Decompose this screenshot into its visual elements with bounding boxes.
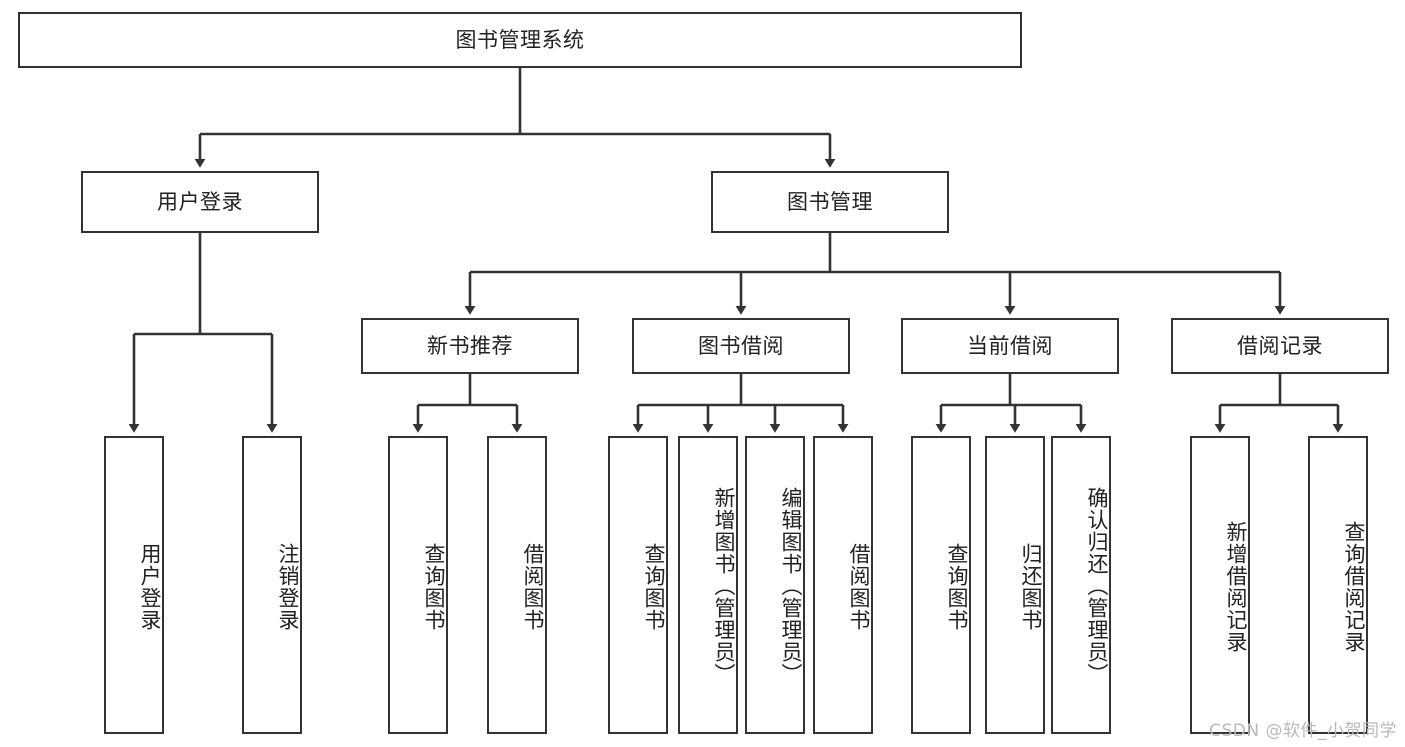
csdn-watermark: CSDN @软件_小贺同学 <box>1209 721 1397 741</box>
node-label: 查询图书 <box>642 543 666 631</box>
node-leaf-return-book[interactable]: 归还图书 <box>985 436 1045 734</box>
node-current-borrow[interactable]: 当前借阅 <box>901 318 1119 374</box>
node-label: 归还图书 <box>1019 543 1043 631</box>
node-label: 图书管理系统 <box>455 27 585 52</box>
node-leaf-add-borrow-record[interactable]: 新增借阅记录 <box>1190 436 1250 734</box>
node-label: 用户登录 <box>157 189 243 214</box>
node-borrow-record[interactable]: 借阅记录 <box>1171 318 1389 374</box>
node-label: 新增图书（管理员） <box>712 487 736 685</box>
node-new-book-recommend[interactable]: 新书推荐 <box>361 318 579 374</box>
node-label: 借阅图书 <box>521 543 545 631</box>
node-label: 借阅记录 <box>1237 333 1323 358</box>
node-root-system[interactable]: 图书管理系统 <box>18 12 1022 68</box>
node-label: 图书管理 <box>787 189 873 214</box>
node-leaf-user-login[interactable]: 用户登录 <box>104 436 164 734</box>
node-user-login-group[interactable]: 用户登录 <box>81 171 319 233</box>
node-leaf-user-logout[interactable]: 注销登录 <box>242 436 302 734</box>
node-leaf-confirm-return-admin[interactable]: 确认归还（管理员） <box>1051 436 1111 734</box>
node-label: 新增借阅记录 <box>1224 521 1248 653</box>
node-label: 新书推荐 <box>427 333 513 358</box>
node-leaf-query-borrow-record[interactable]: 查询借阅记录 <box>1308 436 1368 734</box>
node-book-manage-group[interactable]: 图书管理 <box>711 171 949 233</box>
node-leaf-query-book-borrow[interactable]: 查询图书 <box>608 436 668 734</box>
node-label: 确认归还（管理员） <box>1085 487 1109 685</box>
node-label: 图书借阅 <box>698 333 784 358</box>
node-label: 借阅图书 <box>847 543 871 631</box>
node-label: 查询借阅记录 <box>1342 521 1366 653</box>
node-leaf-add-book-admin[interactable]: 新增图书（管理员） <box>678 436 738 734</box>
node-label: 查询图书 <box>422 543 446 631</box>
node-leaf-borrow-book-recommend[interactable]: 借阅图书 <box>487 436 547 734</box>
node-label: 编辑图书（管理员） <box>779 487 803 685</box>
node-label: 注销登录 <box>276 543 300 631</box>
node-leaf-borrow-book-borrow[interactable]: 借阅图书 <box>813 436 873 734</box>
node-label: 当前借阅 <box>967 333 1053 358</box>
node-label: 用户登录 <box>138 543 162 631</box>
node-leaf-query-book-current[interactable]: 查询图书 <box>911 436 971 734</box>
node-leaf-edit-book-admin[interactable]: 编辑图书（管理员） <box>745 436 805 734</box>
node-book-borrow[interactable]: 图书借阅 <box>632 318 850 374</box>
node-label: 查询图书 <box>945 543 969 631</box>
node-leaf-query-book-recommend[interactable]: 查询图书 <box>388 436 448 734</box>
